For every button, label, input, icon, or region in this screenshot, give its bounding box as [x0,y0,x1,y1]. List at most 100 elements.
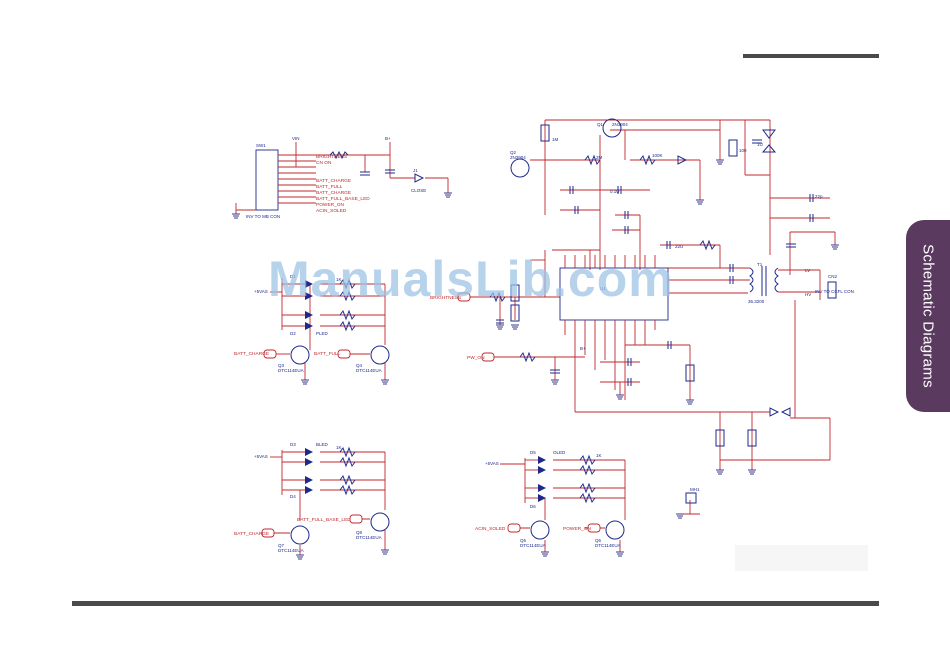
port-brightness: BRIGHTNESS [430,295,461,301]
q5-part: DTC114EUA [520,543,546,548]
cap-1u: 1U [757,142,763,147]
q4-part: DTC114EUA [356,368,382,373]
transistor-q4 [370,345,390,365]
watermark: ManualsLib.com [268,251,674,307]
port-batt-full-base: BATT_FULL_BASE_LED [297,517,351,523]
transistor-q7 [290,525,310,545]
switch-j1 [414,173,425,183]
d6-ref: D6 [530,504,536,509]
lv-label: LV [805,268,810,273]
transistor-q6 [605,520,625,540]
ground-symbols [232,159,839,560]
led-d4b [305,486,313,494]
res-100: 100 [739,148,747,153]
led-d5b [538,466,546,474]
vin-label: VIN [292,136,300,141]
pled-label: PLED [316,331,329,336]
net-label-5: BATT_CHARGE [316,190,351,196]
v5-label-1: +5VAS [254,289,268,294]
cap-22u: 22U [675,244,683,249]
connector-sw1 [255,149,279,211]
net-label-2: CN ON [316,160,332,166]
net-label-1: BRIGHTNESS [316,154,347,160]
led-d6b [538,494,546,502]
transistor-q2 [510,158,530,178]
led-symbols [305,280,546,502]
net-label-8: ACIN_SOLED [316,208,347,214]
section-tab[interactable]: Schematic Diagrams [906,220,950,412]
hv-label: HV [805,292,811,297]
diode-d1 [762,129,776,139]
j1-caption: CLOSE [411,188,426,193]
resistor-r1 [540,124,550,142]
components [290,118,837,545]
connector-sw1-ref: SW1 [256,143,266,148]
mh-ref: MH1 [690,487,700,492]
transistor-q8 [370,512,390,532]
transistor-q5 [530,520,550,540]
labels: SW1 INV TO MB CON CN2 INV TO CCFL CON J1… [246,122,854,553]
q1-ref: Q1 [597,122,604,127]
j1-ref: J1 [413,168,418,173]
net-label-7: POWER_ON [316,202,345,208]
q6-ref: Q6 [595,538,602,543]
res-100k: 100K [652,153,663,158]
transformer-t1 [749,267,754,293]
d3-ref: D3 [290,442,296,447]
d4-ref: D4 [290,494,296,499]
q5-ref: Q5 [520,538,527,543]
led-d2a [305,311,313,319]
q4-ref: Q4 [356,363,363,368]
transformer-ref: T1 [757,262,763,267]
transistor-q3 [290,345,310,365]
title-block [735,545,868,571]
led-d2b [305,322,313,330]
led-d4a [305,476,313,484]
led-res-3: 1K [596,453,602,458]
transformer-caption: 36.3200 [748,299,765,304]
q2-part: 2N3904 [510,155,526,160]
led-d3b [305,458,313,466]
d1-ref: D1 [290,274,296,279]
connector-sw1-caption: INV TO MB CON [246,214,280,219]
q1-part: 2N3904 [612,122,628,127]
led-d6a [538,484,546,492]
q3-ref: Q3 [278,363,285,368]
res-1m: 1M [552,137,559,142]
net-label-6: BATT_FULL_BASE_LED [316,196,370,202]
connector-cn2-caption: INV TO CCFL CON [815,289,854,294]
resistor-f1 [329,150,349,160]
led-res-1: 1K [336,277,342,282]
d5-ref: D5 [530,450,536,455]
bplus-label-1: B+ [385,136,391,141]
led-d1b [305,292,313,300]
transistor-q1 [602,118,622,138]
ic-u1 [559,267,669,321]
led-res-2: 1K [336,445,342,450]
q6-part: DTC114EUA [595,543,621,548]
net-label-4: BATT_FULL [316,184,343,190]
port-batt-charge-b: BATT_CHARGE [234,531,269,537]
diode-d2 [761,144,777,153]
ic-ref: U1 [600,286,606,291]
mount-mh1 [685,492,697,504]
v5-label-3: +5VAS [485,461,499,466]
led-d5a [538,456,546,464]
port-batt-charge-a: BATT_CHARGE [234,351,269,357]
q2-ref: Q2 [510,150,517,155]
header-rule [743,54,879,58]
bplus-label-2: B+ [580,346,586,351]
cap-01u: 0.1U [610,189,620,194]
connector-cn2 [827,281,837,299]
oled-label: OLED [553,450,566,455]
footer-rule [72,601,879,606]
port-pw-on: PW_ON [467,355,485,361]
diode-d4 [677,155,688,165]
res-2m: 2M [596,155,603,160]
q7-part: DTC114EUA [278,548,304,553]
port-batt-full: BATT_FULL [314,351,341,357]
port-flags [261,292,601,538]
d2-ref: D2 [290,331,296,336]
net-labels: BRIGHTNESS CN ON BATT_CHARGE BATT_FULL B… [234,154,592,537]
